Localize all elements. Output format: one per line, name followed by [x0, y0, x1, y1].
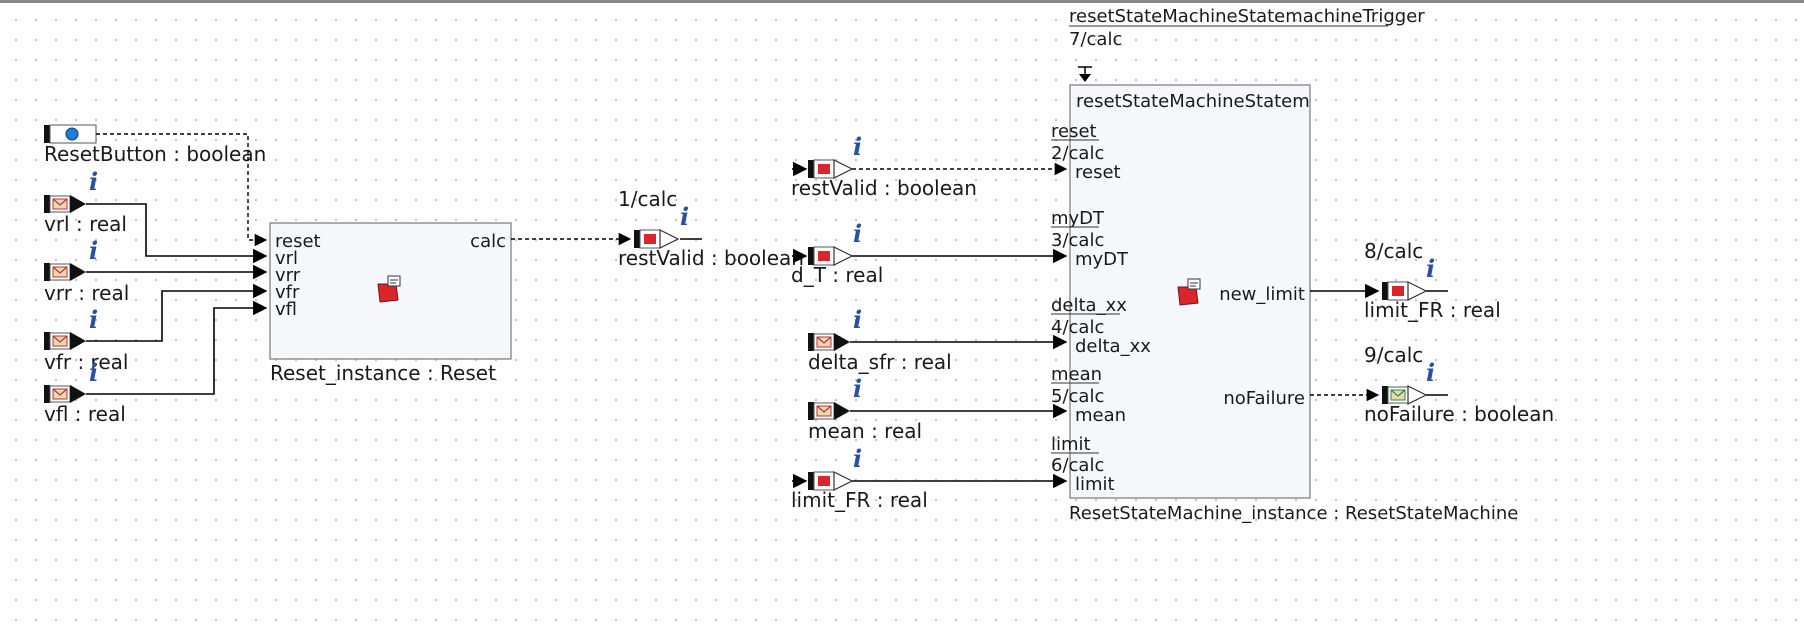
- info-icon: i: [680, 202, 689, 231]
- reset-port-vrr: vrr: [275, 265, 301, 286]
- port-top-label: mean: [1051, 364, 1102, 385]
- port-mydt-group: myDT 3/calc myDT: [1051, 208, 1129, 270]
- reset-instance-label: Reset_instance : Reset: [270, 361, 496, 385]
- port-top-label: reset: [1051, 121, 1097, 142]
- mean-input-label: mean : real: [808, 419, 922, 443]
- vrr-label: vrr : real: [44, 281, 129, 305]
- port-calc-label: 6/calc: [1051, 455, 1104, 476]
- info-icon: i: [853, 219, 862, 248]
- port-name-label: reset: [1075, 162, 1121, 183]
- trigger-port[interactable]: [1078, 66, 1092, 82]
- port-calc-label: 4/calc: [1051, 317, 1104, 338]
- port-deltaxx-group: delta_xx 4/calc delta_xx: [1051, 295, 1151, 357]
- port-name-label: delta_xx: [1075, 336, 1151, 357]
- info-icon: i: [853, 132, 862, 161]
- wire-vfl: [86, 300, 268, 395]
- reset-button-port[interactable]: [44, 124, 97, 144]
- reset-port-vfl: vfl: [275, 299, 297, 320]
- info-icon: i: [1426, 254, 1435, 283]
- trigger-label: resetStateMachineStatemachineTrigger: [1069, 6, 1425, 27]
- wire-vfr: [86, 283, 268, 342]
- limit-fr-output-label: limit_FR : real: [1364, 298, 1501, 322]
- port-top-label: delta_xx: [1051, 295, 1127, 316]
- reset-button-label: ResetButton : boolean: [44, 142, 266, 166]
- info-icon: i: [89, 236, 98, 265]
- info-icon: i: [853, 444, 862, 473]
- delta-sfr-input-port[interactable]: [807, 332, 851, 352]
- trigger-calc-label: 7/calc: [1069, 29, 1122, 50]
- state-machine-block[interactable]: [1069, 84, 1311, 499]
- state-machine-header: resetStateMachineStatemachine: [1076, 91, 1370, 112]
- reset-port-calc: calc: [470, 231, 506, 252]
- nofailure-calc-label: 9/calc: [1364, 343, 1423, 367]
- reset-port-vfr: vfr: [275, 282, 300, 303]
- vfl-label: vfl : real: [44, 402, 126, 426]
- nofailure-output-label: noFailure : boolean: [1364, 402, 1554, 426]
- state-machine-out-new-limit: new_limit: [1219, 284, 1305, 305]
- port-limit-group: limit 6/calc limit: [1051, 434, 1115, 495]
- info-icon: i: [1426, 358, 1435, 387]
- vfl-input-port[interactable]: [43, 384, 87, 404]
- port-name-label: limit: [1075, 474, 1115, 495]
- vrl-label: vrl : real: [44, 212, 127, 236]
- info-icon: i: [853, 374, 862, 403]
- port-top-label: limit: [1051, 434, 1091, 455]
- port-calc-label: 5/calc: [1051, 386, 1104, 407]
- port-calc-label: 2/calc: [1051, 143, 1104, 164]
- limit-fr-calc-label: 8/calc: [1364, 239, 1423, 263]
- vrl-input-port[interactable]: [43, 194, 87, 214]
- state-machine-out-nofailure: noFailure: [1223, 388, 1305, 409]
- vfr-label: vfr : real: [44, 350, 128, 374]
- limit-fr-input-label: limit_FR : real: [791, 488, 928, 512]
- info-icon: i: [89, 305, 98, 334]
- port-reset-group: reset 2/calc reset: [1051, 121, 1121, 183]
- dt-input-label: d_T : real: [791, 263, 883, 287]
- delta-sfr-label: delta_sfr : real: [808, 350, 952, 374]
- nofailure-output-port[interactable]: [1382, 385, 1428, 405]
- port-mean-group: mean 5/calc mean: [1051, 364, 1126, 426]
- top-border: [0, 0, 1804, 3]
- port-name-label: mean: [1075, 405, 1126, 426]
- vfr-input-port[interactable]: [43, 331, 87, 351]
- port-name-label: myDT: [1075, 249, 1129, 270]
- wire-vrl: [86, 203, 268, 264]
- info-icon: i: [89, 358, 98, 387]
- reset-port-vrl: vrl: [275, 248, 298, 269]
- wire-resetbutton: [96, 133, 268, 247]
- info-icon: i: [89, 167, 98, 196]
- reset-block[interactable]: [269, 222, 512, 360]
- vrr-input-port[interactable]: [43, 262, 87, 282]
- restvalid-output-label: restValid : boolean: [618, 246, 804, 270]
- restvalid-input-label: restValid : boolean: [791, 176, 977, 200]
- state-machine-instance-label: ResetStateMachine_instance : ResetStateM…: [1069, 503, 1518, 524]
- mean-input-port[interactable]: [807, 401, 851, 421]
- reset-port-reset: reset: [275, 231, 321, 252]
- info-icon: i: [853, 305, 862, 334]
- port-calc-label: 3/calc: [1051, 230, 1104, 251]
- restvalid-calc-label: 1/calc: [618, 187, 677, 211]
- port-top-label: myDT: [1051, 208, 1105, 229]
